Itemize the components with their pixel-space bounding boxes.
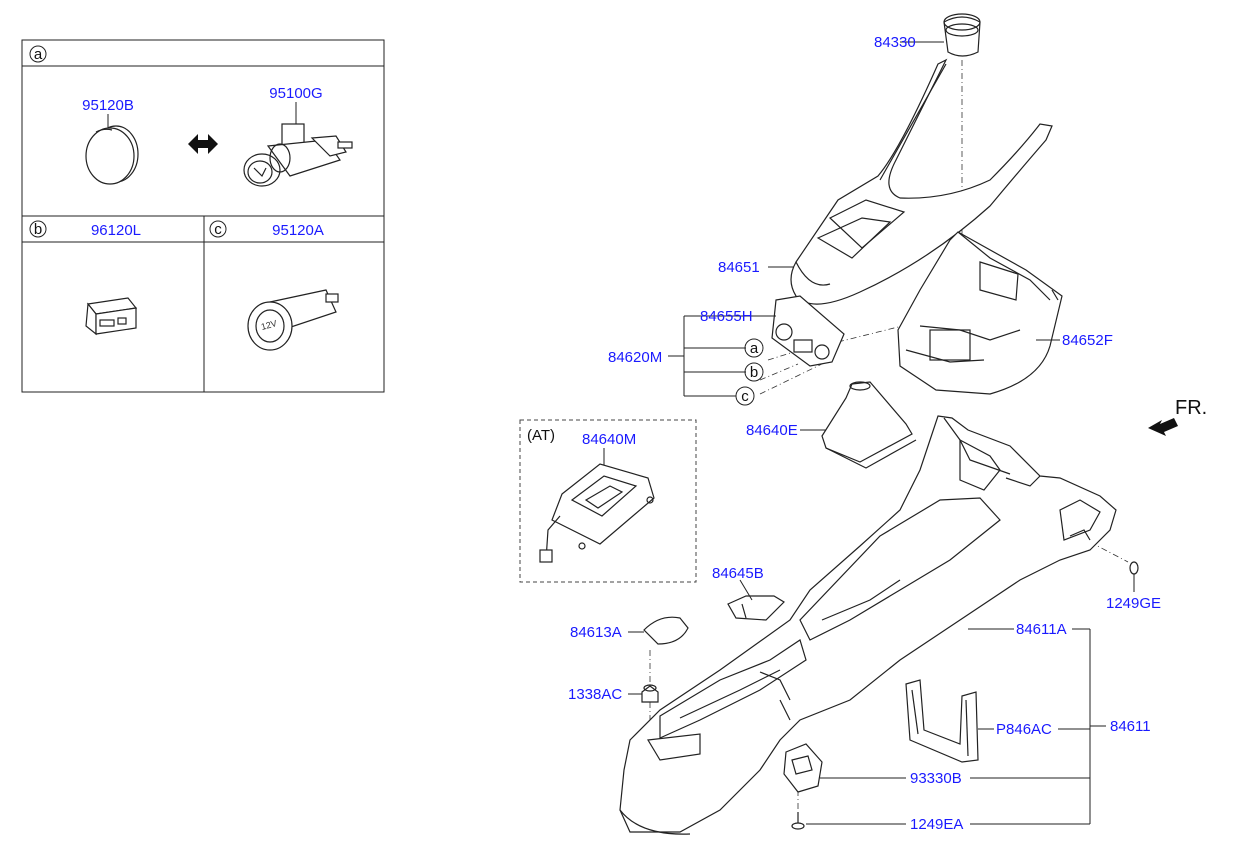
cap-95120B: [85, 125, 139, 185]
inset-b-letter: b: [34, 221, 42, 238]
inset-c-letter: c: [214, 221, 222, 238]
outlet-95120A: 12V: [247, 289, 339, 351]
shift-knob-84330: [943, 13, 981, 57]
lighter-95100G: [243, 123, 353, 187]
label-96120L: 96120L: [91, 222, 141, 239]
ref-a-letter: a: [750, 340, 759, 357]
front-arrow-icon: [1148, 418, 1178, 436]
label-84330: 84330: [874, 34, 916, 51]
label-84611A: 84611A: [1016, 621, 1067, 638]
at-variant-box: [519, 419, 697, 583]
shift-indicator-84640M: [539, 463, 655, 563]
label-84652F: 84652F: [1062, 332, 1113, 349]
ref-c-marker: [735, 386, 755, 406]
console-body-84611A: [619, 415, 1117, 835]
inset-c-marker: [209, 220, 227, 238]
panel-P846AC: [905, 679, 979, 763]
label-84645B: 84645B: [712, 565, 764, 582]
label-95120A: 95120A: [272, 222, 324, 239]
clip-84645B: [727, 595, 785, 621]
interchange-arrow-icon: [188, 134, 218, 154]
label-95120B: 95120B: [82, 97, 134, 114]
front-direction-label: FR.: [1175, 397, 1207, 419]
svg-text:12V: 12V: [260, 318, 278, 332]
label-84640E: 84640E: [746, 422, 798, 439]
label-84655H: 84655H: [700, 308, 753, 325]
console-cover-84651: [790, 58, 1053, 305]
inset-table: a 95120B 95100G b 96120L: [21, 39, 385, 393]
screw-1249GE: [1129, 561, 1139, 575]
console-tray-84652F: [897, 231, 1063, 395]
label-84611: 84611: [1110, 718, 1151, 735]
ref-b-letter: b: [750, 364, 758, 381]
at-variant-label: (AT): [527, 427, 555, 444]
inset-a-letter: a: [34, 46, 43, 63]
jack-96120L: [85, 297, 138, 336]
label-P846AC: P846AC: [996, 721, 1052, 738]
lid-84613A: [643, 616, 689, 645]
label-84613A: 84613A: [570, 624, 622, 641]
label-1249EA: 1249EA: [910, 816, 963, 833]
nut-1338AC: [641, 684, 659, 703]
label-95100G: 95100G: [269, 85, 322, 102]
inset-b-marker: [29, 220, 47, 238]
ref-c-letter: c: [741, 388, 749, 405]
label-1249GE: 1249GE: [1106, 595, 1161, 612]
ref-b-marker: [744, 362, 764, 382]
label-84651: 84651: [718, 259, 760, 276]
shift-boot-84640E: [821, 381, 917, 469]
switch-panel-84655H: [771, 295, 845, 367]
label-84640M: 84640M: [582, 431, 636, 448]
inset-a-marker: [29, 45, 47, 63]
label-1338AC: 1338AC: [568, 686, 622, 703]
screw-1249EA: [791, 812, 805, 830]
label-84620M: 84620M: [608, 349, 662, 366]
ref-a-marker: [744, 338, 764, 358]
label-93330B: 93330B: [910, 770, 962, 787]
switch-93330B: [783, 743, 823, 793]
